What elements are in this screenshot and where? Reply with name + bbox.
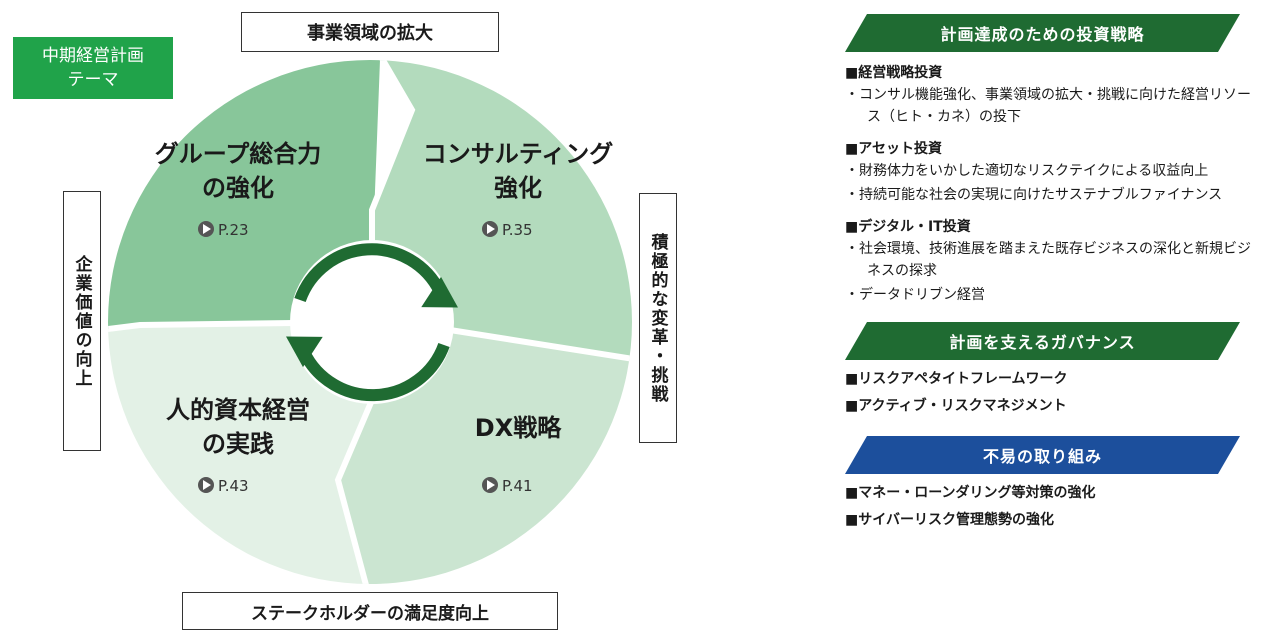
section-management-investment: ■経営戦略投資 ・コンサル機能強化、事業領域の拡大・挑戦に向けた経営リソース（ヒ… [845, 62, 1255, 128]
governance-banner: 計画を支えるガバナンス [845, 322, 1240, 360]
axis-bottom-label: ステークホルダーの満足度向上 [182, 592, 558, 630]
bullet-item: ・コンサル機能強化、事業領域の拡大・挑戦に向けた経営リソース（ヒト・カネ）の投下 [845, 87, 1251, 125]
bullet-item: ・社会環境、技術進展を踏まえた既存ビジネスの深化と新規ビジネスの探求 [845, 241, 1251, 279]
section-digital-investment: ■デジタル・IT投資 ・社会環境、技術進展を踏まえた既存ビジネスの深化と新規ビジ… [845, 216, 1255, 306]
page-ref-dx: P.41 [502, 477, 533, 495]
quadrant-title-group-line2: の強化 [202, 174, 274, 202]
axis-right-label: 積極的な変革・挑戦 [639, 193, 677, 443]
bullet-item: ・データドリブン経営 [845, 287, 985, 303]
strategy-banner: 計画達成のための投資戦略 [845, 14, 1240, 52]
section-title: ■経営戦略投資 [845, 65, 943, 81]
page-ref-group: P.23 [218, 221, 249, 239]
cycle-arrows-icon [286, 243, 458, 402]
axis-top-label: 事業領域の拡大 [241, 12, 499, 52]
theme-line2: テーマ [67, 70, 119, 90]
fueki-item: ■サイバーリスク管理態勢の強化 [845, 512, 1054, 528]
page-link-human[interactable]: P.43 [198, 477, 249, 495]
quadrant-title-consulting-line1: コンサルティング [423, 140, 614, 168]
bullet-item: ・持続可能な社会の実現に向けたサステナブルファイナンス [845, 187, 1223, 203]
fueki-item: ■マネー・ローンダリング等対策の強化 [845, 485, 1096, 501]
investment-panel: 計画達成のための投資戦略 ■経営戦略投資 ・コンサル機能強化、事業領域の拡大・挑… [845, 14, 1255, 534]
page-link-group[interactable]: P.23 [198, 221, 249, 239]
bullet-item: ・財務体力をいかした適切なリスクテイクによる収益向上 [845, 163, 1209, 179]
page-ref-consulting: P.35 [502, 221, 533, 239]
fueki-banner: 不易の取り組み [845, 436, 1240, 474]
quadrant-title-group-line1: グループ総合力 [155, 140, 322, 168]
quadrant-title-human-line1: 人的資本経営 [166, 396, 310, 424]
quadrant-title-consulting-line2: 強化 [494, 174, 542, 202]
governance-item: ■リスクアペタイトフレームワーク [845, 371, 1068, 387]
quadrant-title-human-line2: の実践 [202, 430, 274, 458]
page-ref-human: P.43 [218, 477, 249, 495]
governance-item: ■アクティブ・リスクマネジメント [845, 398, 1067, 414]
theme-cycle-diagram: グループ総合力 の強化 P.23 コンサルティング 強化 P.35 人的資本経営… [108, 60, 632, 584]
page-link-dx[interactable]: P.41 [482, 477, 533, 495]
section-title: ■アセット投資 [845, 141, 942, 157]
section-title: ■デジタル・IT投資 [845, 219, 971, 235]
axis-left-label: 企業価値の向上 [63, 191, 101, 451]
center-circle [290, 240, 454, 404]
theme-label: 中期経営計画 テーマ [13, 37, 173, 99]
page-link-consulting[interactable]: P.35 [482, 221, 533, 239]
theme-line1: 中期経営計画 [42, 46, 144, 66]
quadrant-title-dx: DX戦略 [475, 414, 562, 442]
section-asset-investment: ■アセット投資 ・財務体力をいかした適切なリスクテイクによる収益向上 ・持続可能… [845, 138, 1255, 206]
